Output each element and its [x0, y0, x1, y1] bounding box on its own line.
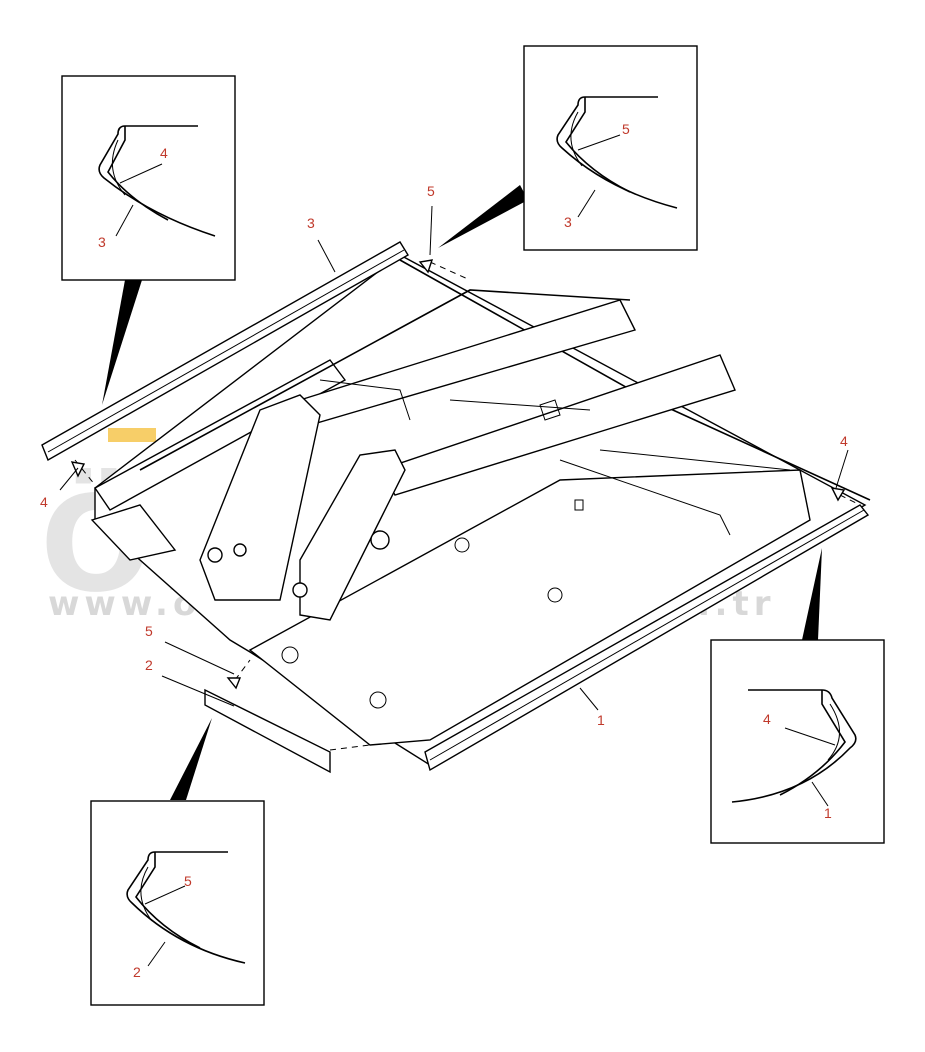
detail-box-bottom-right: 4 1 [710, 639, 885, 844]
callout-1-main: 1 [597, 712, 605, 728]
detail-pointers [102, 185, 822, 800]
detail-br-callout-4: 4 [763, 711, 771, 727]
callout-5-main-bottom: 5 [145, 623, 153, 639]
detail-tr-callout-5: 5 [622, 121, 630, 137]
detail-tr-callout-3: 3 [564, 214, 572, 230]
detail-bl-callout-5: 5 [184, 873, 192, 889]
callout-3-main: 3 [307, 215, 315, 231]
callout-4-main-left: 4 [40, 494, 48, 510]
main-frame [41, 241, 871, 774]
watermark-accent-mark [108, 428, 156, 442]
callout-2-main: 2 [145, 657, 153, 673]
main-callouts: 3 5 4 4 5 2 1 [40, 183, 848, 728]
callout-5-main-top: 5 [427, 183, 435, 199]
callout-4-main-right: 4 [840, 433, 848, 449]
detail-tl-callout-4: 4 [160, 145, 168, 161]
detail-box-bottom-left: 5 2 [90, 800, 265, 1006]
detail-br-callout-1: 1 [824, 805, 832, 821]
detail-bl-callout-2: 2 [133, 964, 141, 980]
detail-box-top-left: 4 3 [61, 75, 236, 281]
detail-box-top-right: 5 3 [523, 45, 698, 251]
main-leaders [59, 205, 849, 711]
detail-tl-callout-3: 3 [98, 234, 106, 250]
